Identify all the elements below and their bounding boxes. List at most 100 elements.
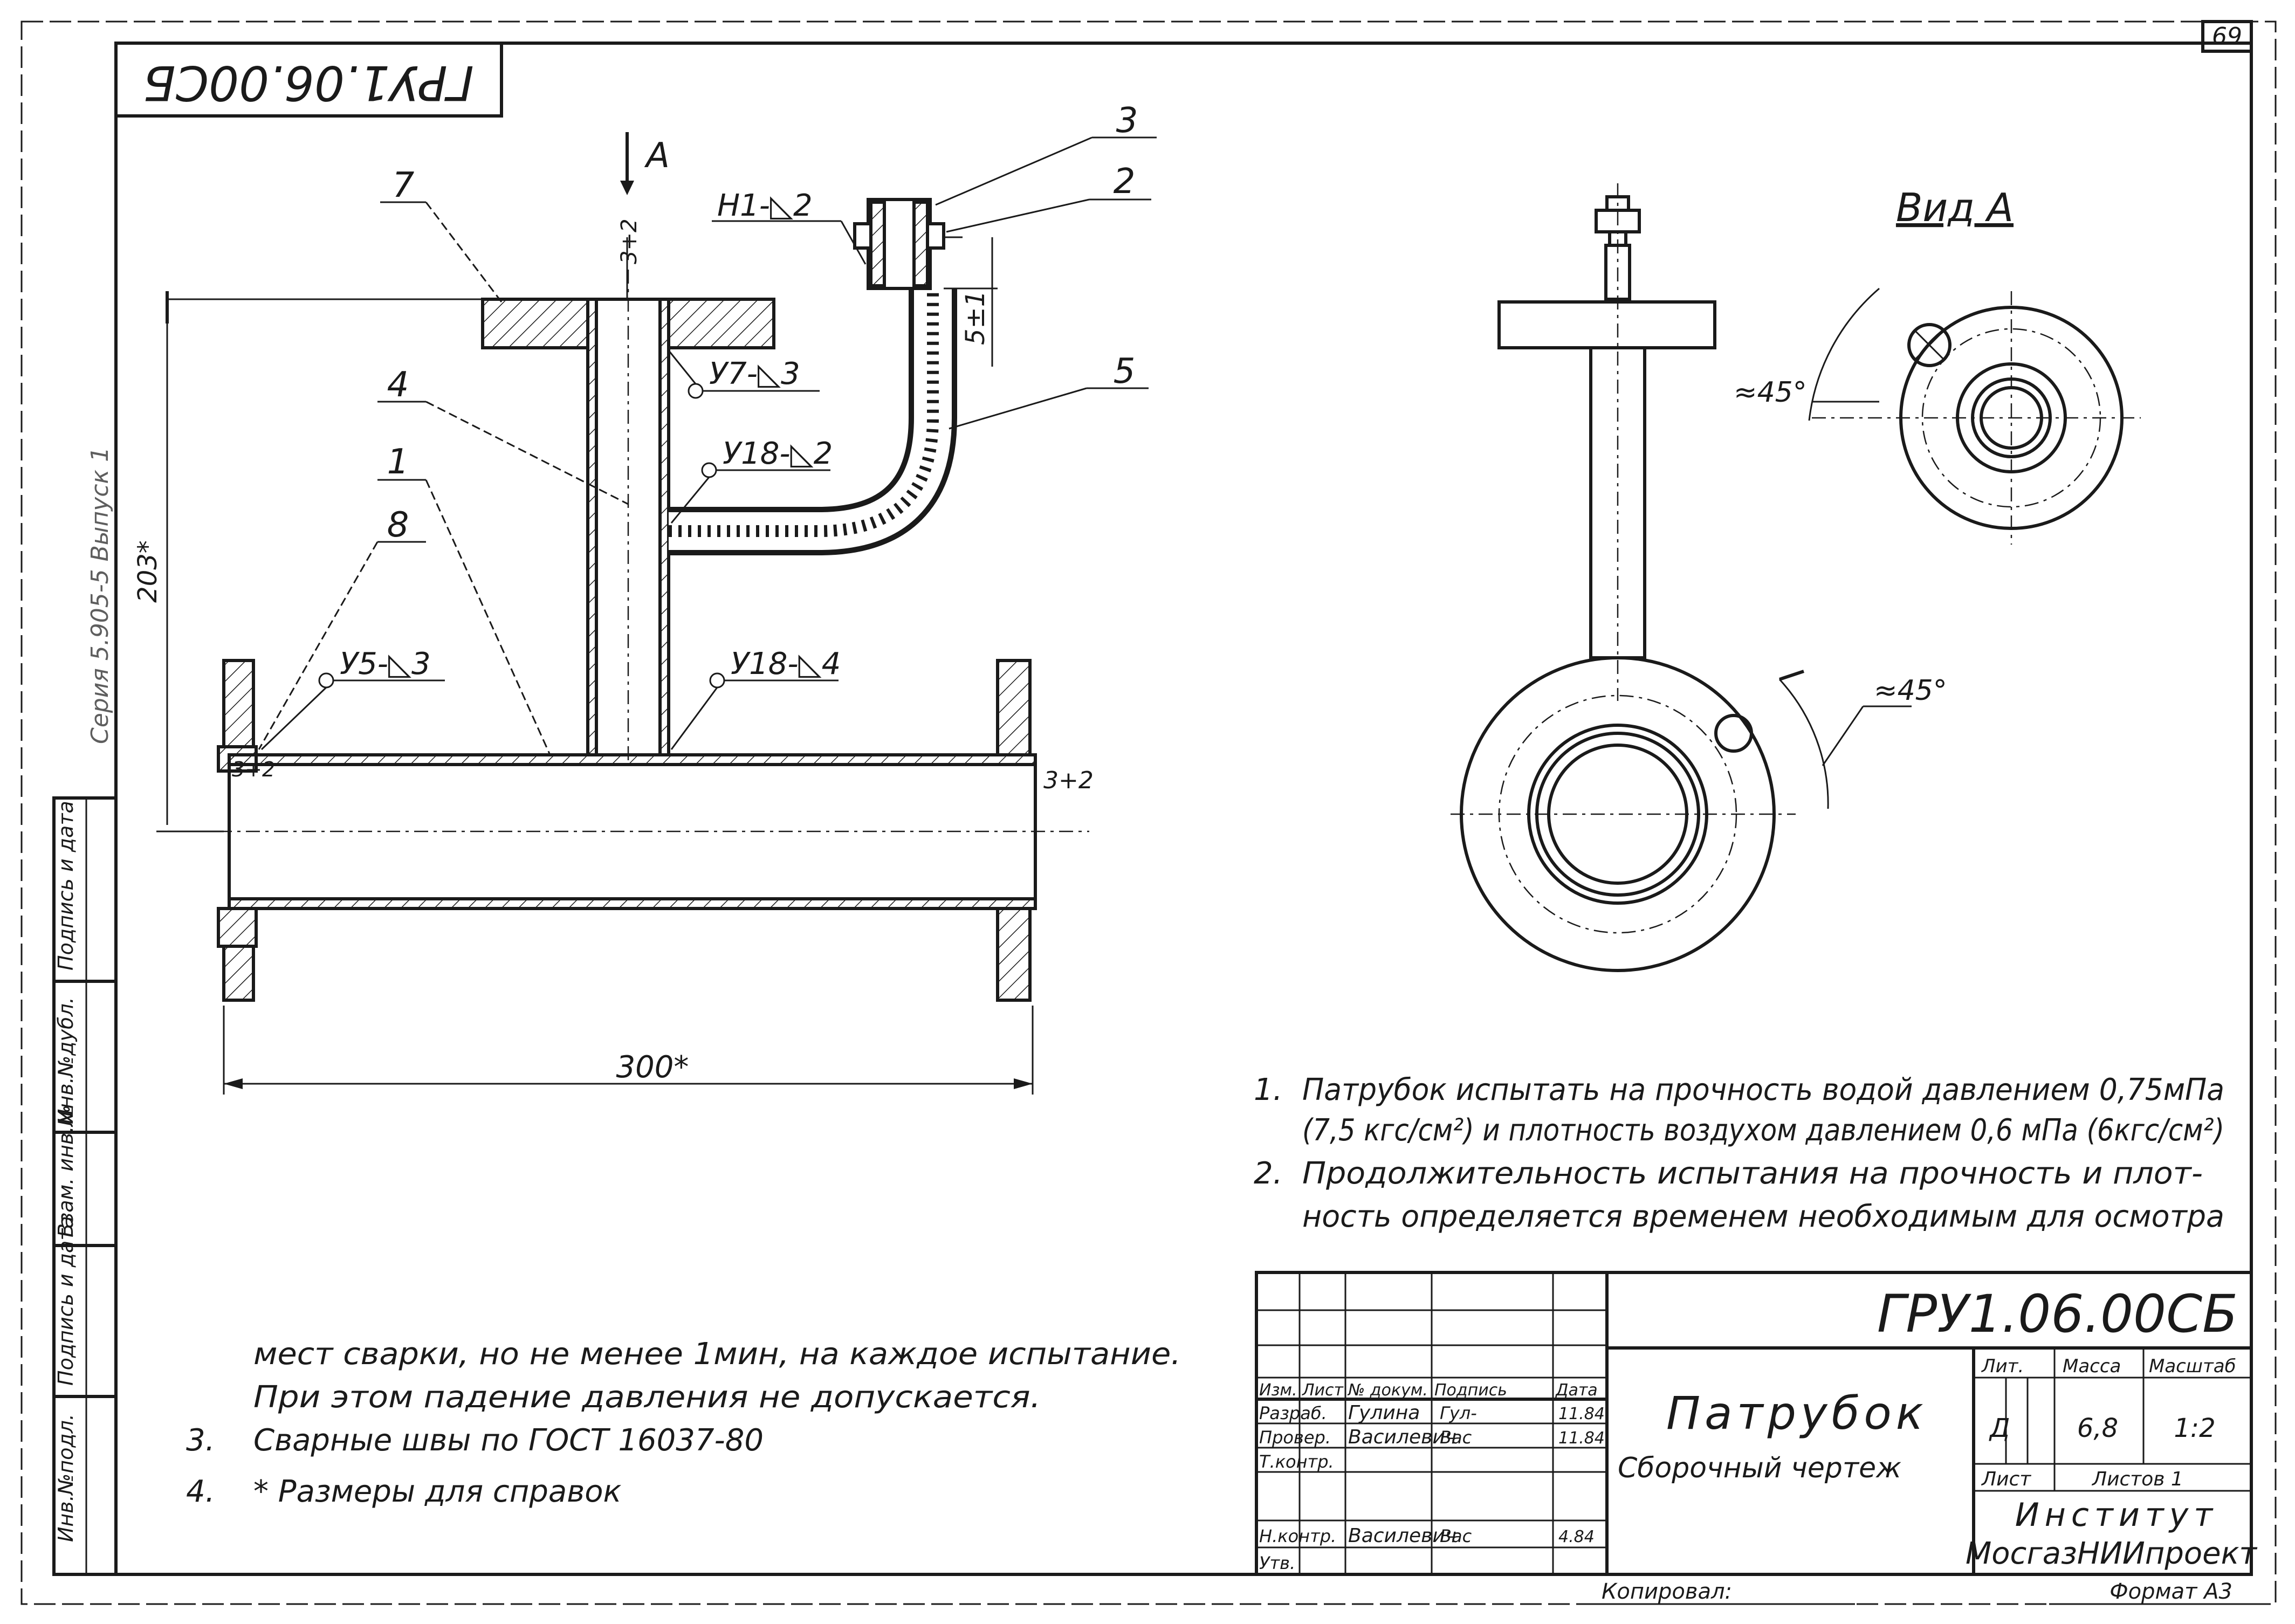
view-a-title: Вид А: [1896, 185, 2014, 230]
dim-wall-right: 3+2: [1043, 767, 1094, 794]
tb-mass-label: Масса: [2063, 1355, 2121, 1377]
callout-7-label: 7: [393, 166, 415, 205]
dim-length: 300*: [223, 1006, 1034, 1095]
tb-role-5: Утв.: [1259, 1553, 1295, 1573]
note-2-num: 2.: [1254, 1156, 1282, 1191]
weld-u7-label: У7-◺3: [709, 356, 800, 391]
note-1-line-2: (7,5 кгс/см²) и плотность воздухом давле…: [1302, 1113, 2224, 1148]
tb-sheet-label: Лист: [1981, 1468, 2031, 1490]
right-flange: [996, 659, 1032, 1002]
side-stamp-label-4: Инв.№дубл.: [54, 997, 78, 1124]
note-1-line-1: Патрубок испытать на прочность водой дав…: [1302, 1072, 2224, 1107]
tb-name-1: Гулина: [1348, 1402, 1420, 1424]
tb-role-2: Провер.: [1259, 1427, 1331, 1448]
callout-2: 2: [946, 162, 1151, 233]
section-mark-letter: А: [644, 136, 670, 176]
callout-3-label: 3: [1116, 101, 1138, 141]
tb-sign-2: Вас: [1440, 1427, 1472, 1448]
callout-3: 3: [935, 101, 1157, 206]
weld-u5: У5-◺3: [260, 646, 445, 751]
format-label: Формат А3: [2110, 1579, 2232, 1604]
side-angle-label: ≈45°: [1874, 675, 1947, 707]
notes: 1. Патрубок испытать на прочность водой …: [186, 1072, 2224, 1509]
tb-date-1: 11.84: [1558, 1405, 1605, 1423]
weld-u7: У7-◺3: [668, 350, 820, 399]
weld-u18-bottom: У18-◺4: [670, 646, 841, 750]
tb-date-4: 4.84: [1558, 1527, 1595, 1546]
callout-8-label: 8: [387, 505, 409, 545]
dim-wall-left: 3+2: [232, 758, 275, 781]
dim-nipple: 5±1: [944, 237, 998, 367]
note-2-line-2: ность определяется временем необходимым …: [1302, 1199, 2224, 1234]
callout-4-label: 4: [387, 365, 409, 405]
tb-header-list: Лист: [1302, 1381, 1344, 1400]
outer-frame: [20, 20, 2277, 1605]
tb-header-izm: Изм.: [1259, 1381, 1297, 1400]
tb-scale-value: 1:2: [2174, 1413, 2215, 1443]
tb-header-doc: № докум.: [1347, 1381, 1428, 1400]
title-block: Изм. Лист № докум. Подпись Дата Разраб. …: [1255, 1271, 2257, 1576]
weld-u18-top-label: У18-◺2: [723, 436, 833, 471]
top-stamp-box: ГРУ1.06.00СБ: [114, 42, 503, 118]
section-mark: А: [620, 132, 670, 195]
side-stamp: Инв.№подл. Подпись и дата Взам. инв.№ Ин…: [52, 447, 118, 1576]
note-2-line-3: мест сварки, но не менее 1мин, на каждое…: [253, 1337, 1181, 1372]
callout-1: 1: [377, 442, 551, 755]
tb-date-2: 11.84: [1558, 1429, 1605, 1448]
side-view: ≈45°: [1451, 183, 1947, 972]
note-2-line-1: Продолжительность испытания на прочность…: [1302, 1156, 2203, 1191]
tb-name-2: Василевич: [1348, 1426, 1456, 1448]
dim-top-weld-label: 3+2: [617, 219, 642, 264]
side-stamp-label-5: Подпись и дата: [54, 801, 78, 971]
tb-org-line-1: Институт: [2015, 1496, 2218, 1534]
dim-top-weld: 3+2: [617, 219, 642, 299]
main-pipe: [162, 753, 1089, 910]
callout-4: 4: [377, 365, 629, 505]
tb-subtitle: Сборочный чертеж: [1618, 1452, 1901, 1484]
dim-length-label: 300*: [616, 1050, 689, 1085]
dim-height: 203*: [133, 307, 224, 832]
note-4-num: 4.: [186, 1474, 215, 1509]
tb-org-line-2: МосгазНИИпроект: [1966, 1536, 2257, 1571]
weld-h1-label: Н1-◺2: [717, 188, 813, 223]
view-a: Вид А ≈45°: [1734, 185, 2141, 545]
tb-scale-label: Масштаб: [2149, 1355, 2236, 1377]
callout-8: 8: [258, 505, 426, 750]
note-1-num: 1.: [1254, 1072, 1282, 1107]
page-number: 69: [2212, 23, 2242, 50]
dim-height-label: 203*: [133, 540, 163, 603]
tb-header-date: Дата: [1555, 1381, 1598, 1400]
top-flange: [166, 291, 775, 349]
tb-title: Патрубок: [1666, 1387, 1928, 1440]
side-stamp-label-3: Взам. инв.№: [54, 1105, 78, 1237]
tb-name-4: Василевич: [1348, 1525, 1456, 1547]
tb-header-sign: Подпись: [1434, 1381, 1507, 1400]
side-stamp-label-2: Подпись и дата: [54, 1216, 78, 1386]
callout-2-label: 2: [1114, 162, 1136, 202]
note-3-num: 3.: [186, 1423, 215, 1458]
note-2-line-4: При этом падение давления не допускается…: [253, 1380, 1041, 1415]
left-flange: [217, 659, 258, 1002]
callout-7: 7: [380, 166, 503, 302]
callout-1-label: 1: [387, 442, 409, 482]
note-4-text: * Размеры для справок: [253, 1474, 621, 1509]
page-number-box: 69: [2201, 20, 2253, 53]
nipple: [853, 198, 963, 290]
weld-u18-top: У18-◺2: [670, 436, 833, 524]
dim-nipple-label: 5±1: [960, 291, 991, 345]
tb-role-3: Т.контр.: [1259, 1451, 1334, 1472]
bent-tube: [669, 288, 957, 555]
callout-5-label: 5: [1114, 352, 1136, 391]
callout-5: 5: [949, 352, 1149, 430]
tb-lit-value: Д: [1989, 1413, 2010, 1443]
note-3-text: Сварные швы по ГОСТ 16037-80: [253, 1423, 764, 1458]
view-a-angle-label: ≈45°: [1734, 376, 1807, 409]
side-stamp-handwritten: Серия 5.905-5 Выпуск 1: [86, 447, 114, 744]
tb-sign-4: Вас: [1440, 1526, 1472, 1546]
tb-designation: ГРУ1.06.00СБ: [1877, 1284, 2238, 1344]
tb-role-4: Н.контр.: [1259, 1526, 1336, 1546]
weld-u18-bottom-label: У18-◺4: [731, 646, 841, 682]
copied-by: Копировал:: [1602, 1579, 1732, 1604]
branch-pipe: [586, 270, 670, 766]
